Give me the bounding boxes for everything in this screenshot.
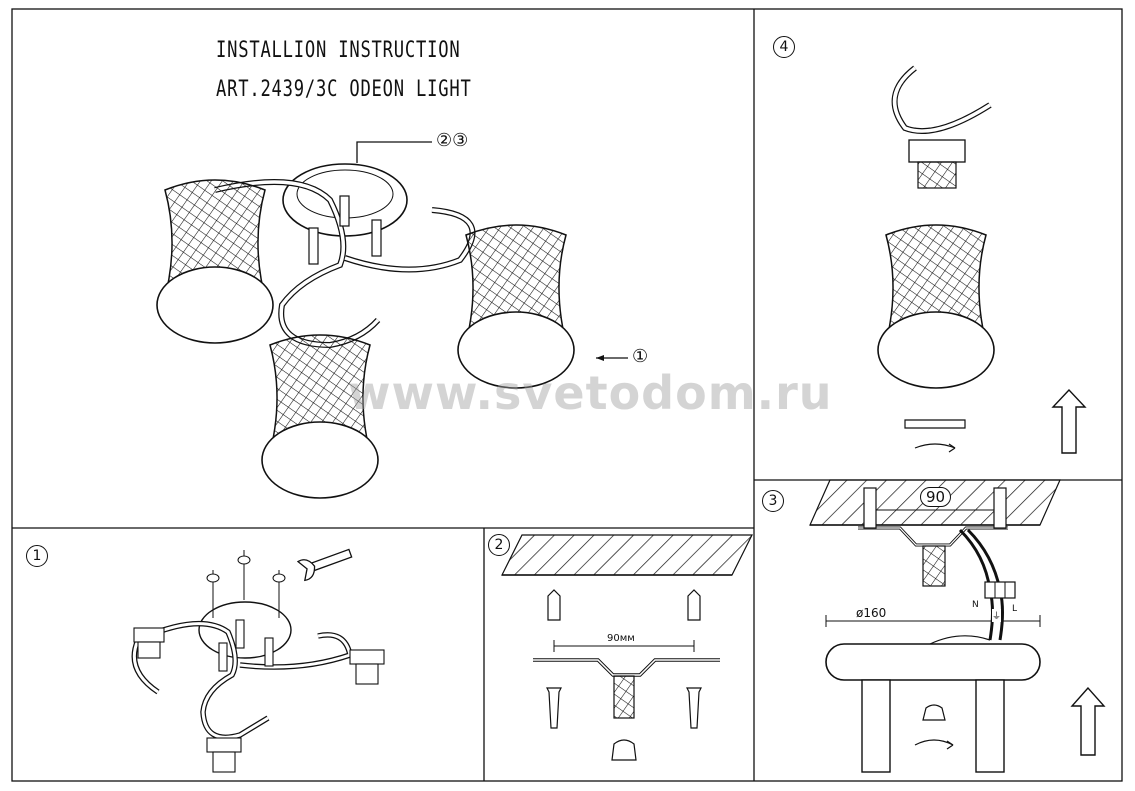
spacing-label-p3: 90 (920, 487, 952, 507)
diameter-label: ø160 (856, 606, 887, 620)
panel-number-4: 4 (773, 36, 795, 58)
panel-number-3: 3 (762, 490, 784, 512)
main-chandelier-drawing (156, 141, 628, 499)
up-arrow-icon (1051, 388, 1087, 454)
wire-label-n: N (972, 600, 979, 610)
wire-label-ground: ⏚ (992, 609, 1002, 622)
watermark: www.svetodom.ru (348, 366, 833, 420)
spacing-label-p2: 90мм (607, 633, 635, 644)
up-arrow-icon (1070, 686, 1106, 756)
ceiling-mount-drawing (501, 534, 753, 761)
wire-label-l: L (1012, 604, 1018, 614)
title-line-2: ART.2439/3C ODEON LIGHT (216, 77, 472, 102)
callout-23: ②③ (436, 130, 469, 151)
assembly-drawing (131, 550, 385, 773)
callout-1: ① (632, 346, 649, 367)
panel-number-2: 2 (488, 534, 510, 556)
title-line-1: INSTALLION INSTRUCTION (216, 38, 461, 63)
wiring-drawing (809, 479, 1061, 773)
sheet-frame (11, 8, 1123, 782)
wrench-icon (296, 548, 353, 582)
shade-install-drawing (877, 65, 995, 453)
panel-number-1: 1 (26, 545, 48, 567)
